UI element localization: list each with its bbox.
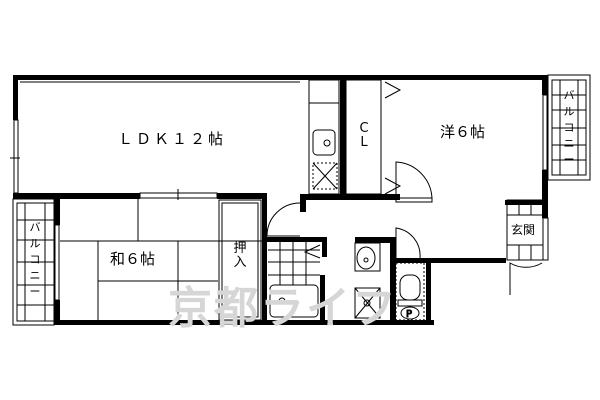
svg-text:P: P xyxy=(406,309,412,320)
room-label-entrance: 玄関 xyxy=(511,223,536,237)
room-label-balcony-left: バ ル コ ニ ー xyxy=(29,221,41,298)
room-label-ldk: ＬＤＫ１２帖 xyxy=(118,130,227,148)
walls xyxy=(13,75,548,325)
room-label-balcony-right: バ ル コ ニ ー xyxy=(563,89,575,166)
room-label-western: 洋６帖 xyxy=(440,123,486,141)
room-label-oshiire: 押 入 xyxy=(233,241,247,270)
room-label-japanese: 和６帖 xyxy=(110,250,156,268)
watermark: 京都ライフ xyxy=(168,283,398,334)
room-label-closet: C L xyxy=(359,121,369,150)
